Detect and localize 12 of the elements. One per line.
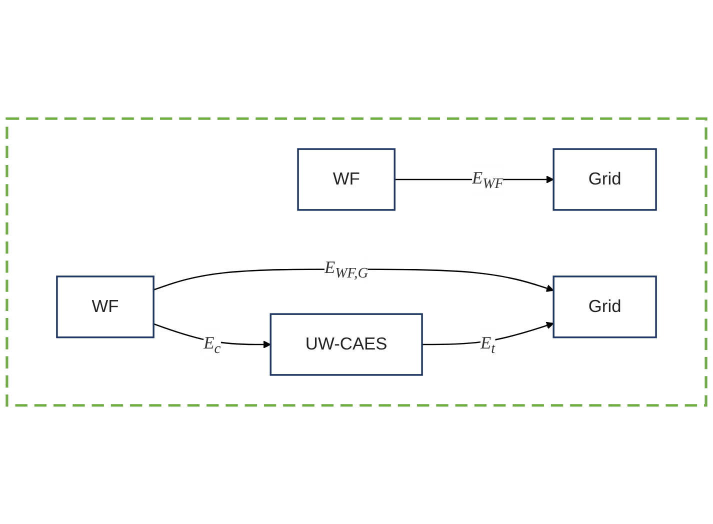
node-box: WF xyxy=(56,276,154,338)
node-box: WF xyxy=(297,148,396,211)
node-box: Grid xyxy=(552,276,657,338)
edge-label: E$_{WF,G}$ xyxy=(324,258,368,282)
cluster xyxy=(6,117,708,407)
node-box: UW-CAES xyxy=(270,313,423,376)
edge-label: E$_{c}$ xyxy=(204,334,221,356)
edge-label: E$_{WF}$ xyxy=(472,168,504,192)
arrow xyxy=(153,268,554,292)
node-box: Grid xyxy=(552,148,657,211)
edge-label: E$_{t}$ xyxy=(480,334,496,356)
arrow xyxy=(422,322,554,346)
